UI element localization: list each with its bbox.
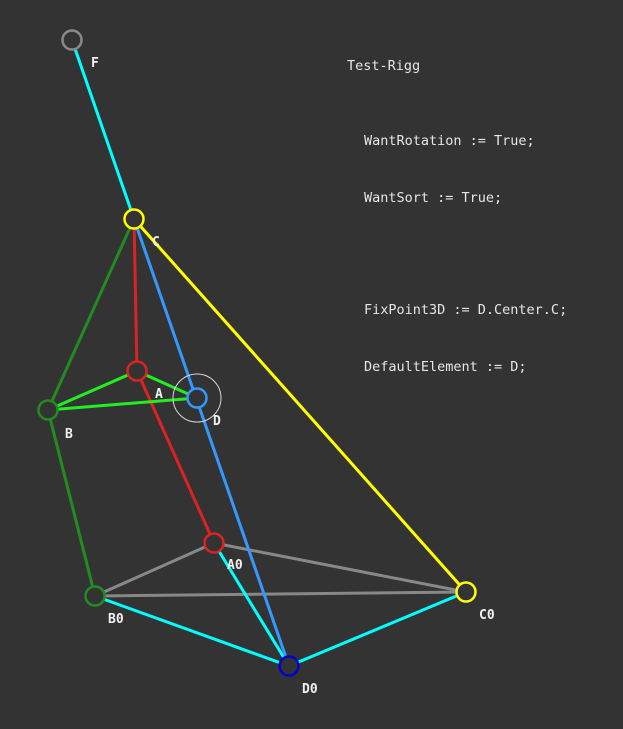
link-a-a0 (135, 369, 216, 545)
node-label-b: B (65, 427, 73, 442)
node-label-d: D (213, 414, 221, 429)
node-d0[interactable] (278, 655, 300, 677)
node-label-d0: D0 (302, 682, 318, 697)
node-c[interactable] (123, 208, 145, 230)
node-label-a: A (155, 387, 163, 402)
link-b0-d0 (93, 594, 291, 668)
node-label-c: C (152, 235, 160, 250)
link-c-a (132, 217, 139, 373)
link-c-c0 (132, 217, 468, 594)
node-label-b0: B0 (108, 612, 124, 627)
selection-layer (172, 373, 222, 423)
link-b-b0 (46, 408, 97, 598)
node-label-c0: C0 (479, 608, 495, 623)
link-b0-c0 (93, 590, 468, 598)
node-d[interactable] (186, 387, 208, 409)
link-c-b (46, 217, 136, 412)
node-a[interactable] (126, 360, 148, 382)
script-line: WantSort := True; (364, 190, 503, 206)
link-b-a (46, 369, 139, 412)
link-f-c (70, 38, 136, 221)
link-a0-d0 (212, 541, 291, 668)
link-a-d (135, 369, 199, 400)
link-b-d (46, 396, 199, 412)
script-line: DefaultElement := D; (364, 359, 527, 375)
links-layer (46, 38, 468, 668)
node-b[interactable] (37, 399, 59, 421)
script-panel: Test-Rigg WantRotation := True; WantSort… (347, 19, 567, 415)
link-c-d0 (132, 217, 291, 668)
script-spacer (347, 246, 567, 263)
script-line: FixPoint3D := D.Center.C; (364, 302, 568, 318)
script-line: WantRotation := True; (364, 133, 535, 149)
node-label-f: F (91, 56, 99, 71)
link-d0-c0 (287, 590, 468, 668)
node-c0[interactable] (455, 581, 477, 603)
nodes-layer (37, 29, 477, 677)
script-title: Test-Rigg (347, 58, 421, 74)
node-b0[interactable] (84, 585, 106, 607)
link-b0-a0 (93, 541, 216, 598)
selection-ring (172, 373, 222, 423)
node-f[interactable] (61, 29, 83, 51)
link-a0-c0 (212, 541, 468, 594)
node-label-a0: A0 (227, 558, 243, 573)
node-a0[interactable] (203, 532, 225, 554)
